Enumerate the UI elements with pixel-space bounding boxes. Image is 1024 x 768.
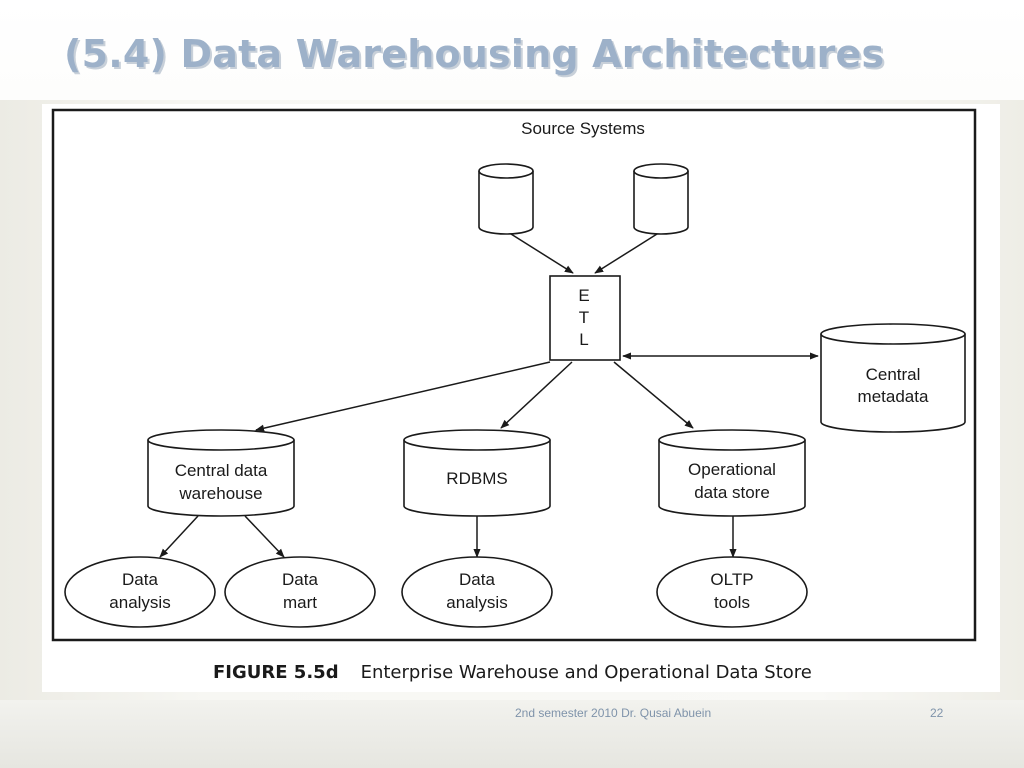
connector-arrows <box>159 233 819 558</box>
ods-label-2: data store <box>694 483 770 502</box>
data-analysis-ellipse-2 <box>401 556 553 628</box>
arrow-etl-to-rdbms <box>500 361 573 429</box>
data-analysis-1-label-2: analysis <box>109 593 170 612</box>
output-ellipses <box>64 556 808 628</box>
central-metadata-label-1: Central <box>866 365 921 384</box>
arrow-source1-to-etl <box>510 233 574 274</box>
etl-letter-l: L <box>579 330 588 349</box>
arrow-warehouse-to-analysis <box>159 515 199 558</box>
data-analysis-ellipse-1 <box>64 556 216 628</box>
arrow-warehouse-to-mart <box>244 515 285 558</box>
central-warehouse-db <box>147 429 295 517</box>
data-analysis-2-label-2: analysis <box>446 593 507 612</box>
rdbms-label: RDBMS <box>446 469 507 488</box>
etl-letter-e: E <box>578 286 589 305</box>
figure-caption-text: Enterprise Warehouse and Operational Dat… <box>360 662 812 683</box>
figure-number: FIGURE 5.5d <box>213 662 339 683</box>
arrow-source2-to-etl <box>594 233 658 274</box>
data-mart-ellipse <box>224 556 376 628</box>
rdbms-db <box>403 429 551 517</box>
slide-title: (5.4) Data Warehousing Architectures <box>64 32 885 76</box>
data-mart-label-2: mart <box>283 593 317 612</box>
source-system-db-1 <box>478 163 534 235</box>
data-analysis-1-label-1: Data <box>122 570 158 589</box>
data-analysis-2-label-1: Data <box>459 570 495 589</box>
source-systems-label: Source Systems <box>521 119 645 138</box>
central-metadata-label-2: metadata <box>858 387 929 406</box>
data-mart-label-1: Data <box>282 570 318 589</box>
central-metadata-db <box>820 323 966 433</box>
oltp-tools-ellipse <box>656 556 808 628</box>
arrow-etl-to-warehouse <box>255 361 551 432</box>
oltp-tools-label-1: OLTP <box>710 570 753 589</box>
oltp-tools-label-2: tools <box>714 593 750 612</box>
slide-footer: 2nd semester 2010 Dr. Qusai Abuein <box>515 706 712 720</box>
etl-letter-t: T <box>579 308 589 327</box>
central-warehouse-label-2: warehouse <box>178 484 262 503</box>
etl-box <box>549 275 621 361</box>
figure-caption: FIGURE 5.5d Enterprise Warehouse and Oper… <box>213 662 812 683</box>
page-number: 22 <box>930 706 944 720</box>
footer-band <box>0 700 1024 768</box>
ods-label-1: Operational <box>688 460 776 479</box>
operational-data-store-db <box>658 429 806 517</box>
source-system-db-2 <box>633 163 689 235</box>
arrow-etl-to-ods <box>613 361 694 429</box>
central-warehouse-label-1: Central data <box>175 461 268 480</box>
